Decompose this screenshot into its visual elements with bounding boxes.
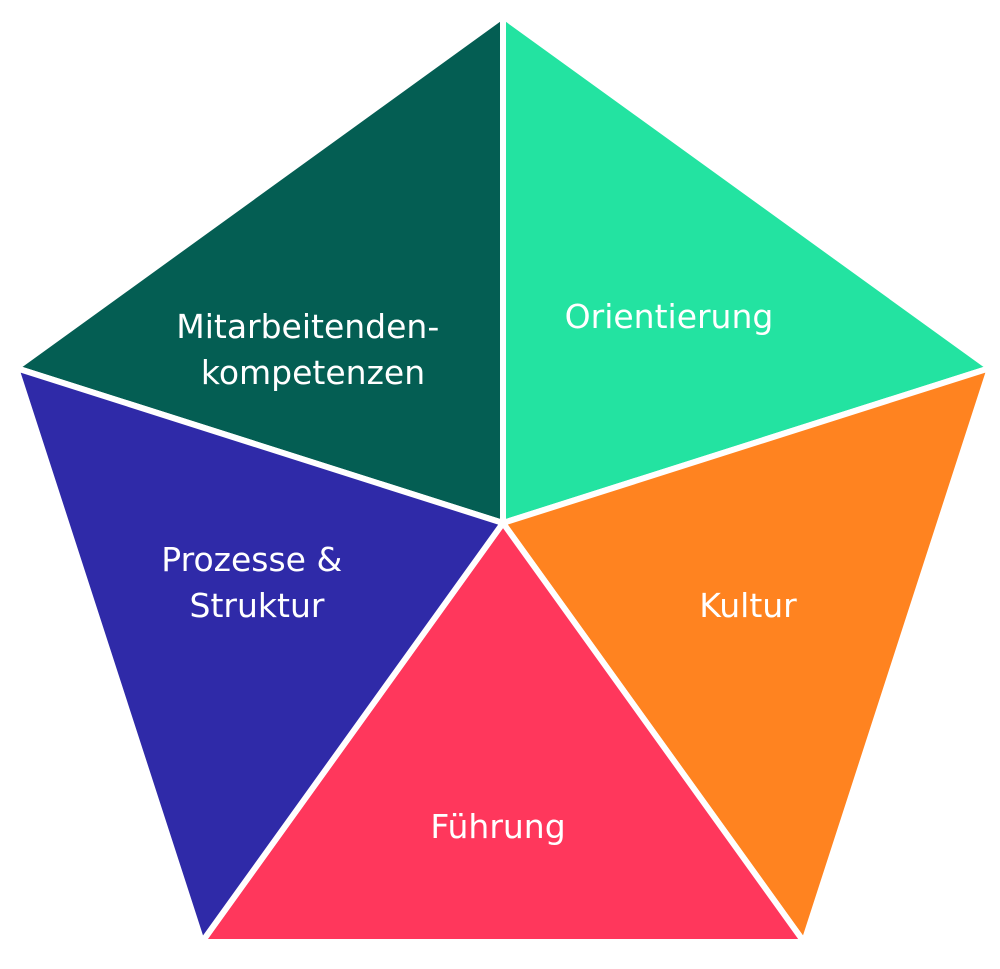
label-line: Struktur <box>190 586 325 625</box>
label-kultur: Kultur <box>699 586 797 625</box>
label-line: Mitarbeitenden- <box>176 307 439 346</box>
label-line: Prozesse & <box>161 540 342 579</box>
label-fuehrung: Führung <box>430 807 565 846</box>
label-line: kompetenzen <box>201 353 425 392</box>
label-prozesse-struktur: Prozesse & Struktur <box>161 540 352 625</box>
label-orientierung: Orientierung <box>565 297 774 336</box>
segment-prozesse-struktur <box>11 363 508 949</box>
label-mitarbeitendenkompetenzen: Mitarbeitenden- kompetenzen <box>176 307 450 392</box>
